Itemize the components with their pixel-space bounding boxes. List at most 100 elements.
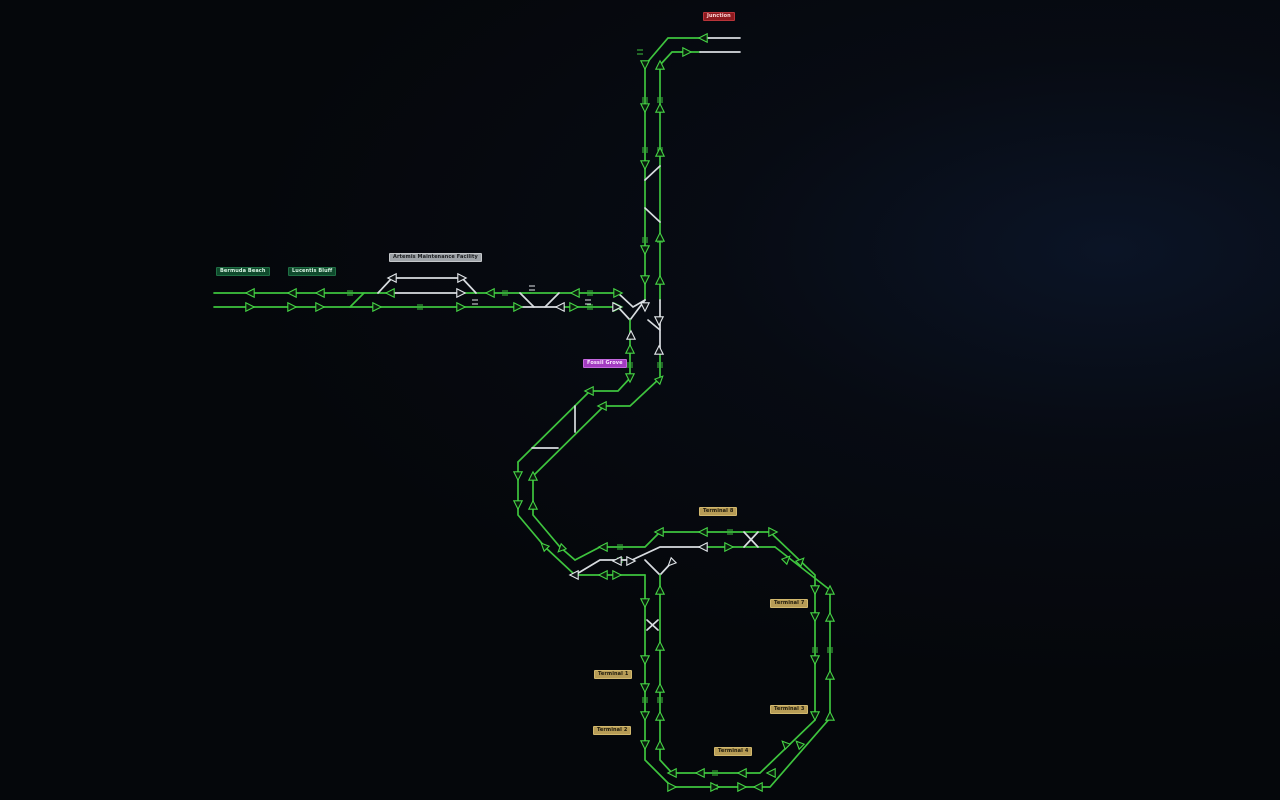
signal-icon[interactable]: [653, 344, 665, 355]
signal-icon[interactable]: [625, 329, 637, 340]
signal-icon[interactable]: [597, 541, 608, 553]
signal-icon[interactable]: [724, 541, 735, 553]
signal-icon[interactable]: [768, 526, 779, 538]
signal-icon[interactable]: [456, 301, 467, 313]
station-label-fossil-grove[interactable]: Fossil Grove: [583, 359, 627, 368]
signal-icon[interactable]: [639, 740, 651, 751]
station-label-terminal-4[interactable]: Terminal 4: [714, 747, 753, 756]
signal-icon[interactable]: [654, 231, 666, 242]
signal-icon[interactable]: [484, 287, 495, 299]
signal-icon[interactable]: [639, 711, 651, 722]
signal-icon[interactable]: [639, 275, 651, 286]
signal-icon[interactable]: [384, 287, 395, 299]
signal-icon[interactable]: [626, 555, 637, 567]
signal-icon[interactable]: [639, 598, 651, 609]
signal-icon[interactable]: [667, 781, 678, 793]
signal-icon[interactable]: [654, 682, 666, 693]
signal-icon[interactable]: [736, 767, 747, 779]
signal-icon[interactable]: [697, 526, 708, 538]
signal-icon[interactable]: [613, 287, 624, 299]
signal-icon[interactable]: [513, 301, 524, 313]
signal-icon[interactable]: [654, 584, 666, 595]
signal-icon[interactable]: [697, 541, 708, 553]
signal-icon[interactable]: [372, 301, 383, 313]
signal-icon[interactable]: [666, 767, 677, 779]
station-label-terminal-3[interactable]: Terminal 3: [770, 705, 809, 714]
signal-icon[interactable]: [653, 375, 664, 386]
signal-icon[interactable]: [809, 585, 821, 596]
signal-icon[interactable]: [809, 612, 821, 623]
signal-icon[interactable]: [795, 740, 806, 751]
signal-icon[interactable]: [697, 32, 708, 44]
signal-icon[interactable]: [639, 655, 651, 666]
signal-icon[interactable]: [456, 287, 467, 299]
signal-icon[interactable]: [809, 655, 821, 666]
signal-icon[interactable]: [824, 584, 836, 595]
signal-icon[interactable]: [611, 555, 622, 567]
signal-icon[interactable]: [583, 385, 594, 397]
signal-icon[interactable]: [639, 245, 651, 256]
signal-icon[interactable]: [780, 555, 791, 566]
signal-icon[interactable]: [596, 400, 607, 412]
signal-icon[interactable]: [765, 767, 776, 779]
signal-icon[interactable]: [287, 301, 298, 313]
signal-icon[interactable]: [314, 287, 325, 299]
signal-icon[interactable]: [654, 640, 666, 651]
signal-icon[interactable]: [569, 287, 580, 299]
signal-icon[interactable]: [824, 611, 836, 622]
signal-icon[interactable]: [654, 710, 666, 721]
signal-icon[interactable]: [694, 767, 705, 779]
signal-icon[interactable]: [554, 301, 565, 313]
signal-icon[interactable]: [557, 542, 568, 553]
signal-icon[interactable]: [568, 569, 579, 581]
signal-icon[interactable]: [639, 302, 651, 313]
signal-icon[interactable]: [624, 343, 636, 354]
signal-icon[interactable]: [315, 301, 326, 313]
signal-icon[interactable]: [527, 499, 539, 510]
signal-icon[interactable]: [512, 471, 524, 482]
station-label-terminal-2[interactable]: Terminal 2: [593, 726, 632, 735]
signal-icon[interactable]: [286, 287, 297, 299]
signal-icon[interactable]: [824, 710, 836, 721]
station-label-bermuda-beach[interactable]: Bermuda Beach: [216, 267, 270, 276]
signal-icon[interactable]: [245, 301, 256, 313]
signal-icon[interactable]: [654, 102, 666, 113]
signal-icon[interactable]: [794, 557, 805, 568]
signal-icon[interactable]: [781, 740, 792, 751]
signal-icon[interactable]: [710, 781, 721, 793]
signal-icon[interactable]: [654, 59, 666, 70]
signal-icon[interactable]: [737, 781, 748, 793]
signal-icon[interactable]: [653, 316, 665, 327]
track-segments: [213, 37, 831, 788]
signal-icon[interactable]: [527, 470, 539, 481]
signal-icon[interactable]: [386, 272, 397, 284]
signal-icon[interactable]: [612, 569, 623, 581]
signal-icon[interactable]: [654, 146, 666, 157]
signal-icon[interactable]: [639, 103, 651, 114]
signal-icon[interactable]: [612, 301, 623, 313]
signal-icon[interactable]: [809, 711, 821, 722]
signal-icon[interactable]: [540, 542, 551, 553]
station-label-terminal-7[interactable]: Terminal 7: [770, 599, 809, 608]
signal-icon[interactable]: [653, 526, 664, 538]
signal-icon[interactable]: [624, 373, 636, 384]
station-label-terminal-8[interactable]: Terminal 8: [699, 507, 738, 516]
signal-icon[interactable]: [244, 287, 255, 299]
signal-icon[interactable]: [824, 669, 836, 680]
station-label-terminal-1[interactable]: Terminal 1: [594, 670, 633, 679]
signal-icon[interactable]: [654, 274, 666, 285]
station-label-maintenance-facility[interactable]: Artemis Maintenance Facility: [389, 253, 482, 262]
signal-icon[interactable]: [597, 569, 608, 581]
signal-icon[interactable]: [569, 301, 580, 313]
station-label-junction[interactable]: Junction: [703, 12, 735, 21]
signal-icon[interactable]: [512, 500, 524, 511]
signal-icon[interactable]: [639, 683, 651, 694]
signal-icon[interactable]: [457, 272, 468, 284]
signal-icon[interactable]: [752, 781, 763, 793]
signal-icon[interactable]: [667, 556, 678, 567]
signal-icon[interactable]: [639, 160, 651, 171]
station-label-lucentis-bluff[interactable]: Lucentis Bluff: [288, 267, 337, 276]
signal-icon[interactable]: [639, 60, 651, 71]
signal-icon[interactable]: [654, 739, 666, 750]
signal-icon[interactable]: [682, 46, 693, 58]
